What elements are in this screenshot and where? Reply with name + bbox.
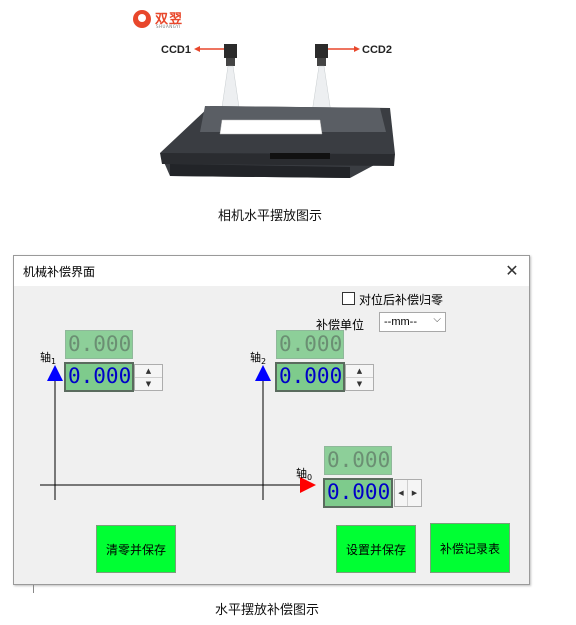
close-icon[interactable]: ✕ xyxy=(505,261,519,280)
axes-diagram xyxy=(40,365,316,500)
axis1-label: 轴1 xyxy=(40,351,57,367)
spin-down-icon[interactable]: ▼ xyxy=(145,380,152,388)
chevron-down-icon: ⌵ xyxy=(433,314,441,325)
ccd1-label: CCD1 xyxy=(161,44,191,56)
axis0-arrow-icon xyxy=(300,477,316,493)
spin-left-icon[interactable]: ◀ xyxy=(395,480,408,506)
axis1-reference-value: 0.000 xyxy=(65,330,133,359)
axis2-value-input[interactable]: 0.000 xyxy=(275,362,345,392)
brand-logo-icon xyxy=(133,10,151,28)
axis1-stepper[interactable]: ▲ ▼ xyxy=(134,364,163,391)
axis2-label: 轴2 xyxy=(250,351,267,367)
spin-up-icon[interactable]: ▲ xyxy=(346,365,373,378)
ccd2-label: CCD2 xyxy=(362,44,392,56)
axis2-arrow-icon xyxy=(255,365,271,381)
reset-after-align-checkbox[interactable] xyxy=(342,292,355,305)
divider xyxy=(33,585,34,593)
reset-after-align-label: 对位后补偿归零 xyxy=(359,293,444,307)
set-and-save-button[interactable]: 设置并保存 xyxy=(336,525,416,573)
illustration-caption: 相机水平摆放图示 xyxy=(218,209,323,224)
mechanical-compensation-dialog: 机械补偿界面 ✕ 对位后补偿归零 补偿单位 --mm-- ⌵ 轴1 0.000 … xyxy=(13,255,530,585)
compensation-unit-select[interactable]: --mm-- ⌵ xyxy=(379,312,446,332)
axis2-reference-value: 0.000 xyxy=(276,330,344,359)
compensation-unit-value: --mm-- xyxy=(384,316,417,328)
brand-logo-text: 双翌 xyxy=(155,12,184,27)
axis0-value-input[interactable]: 0.000 xyxy=(323,478,393,508)
spin-down-icon[interactable]: ▼ xyxy=(356,380,363,388)
alignment-platform-icon xyxy=(160,106,395,178)
brand-logo: 双翌 SHUANGYI xyxy=(133,8,193,32)
axis1-value-input[interactable]: 0.000 xyxy=(64,362,134,392)
dialog-titlebar: 机械补偿界面 ✕ xyxy=(14,256,529,286)
axis0-stepper[interactable]: ◀ ▶ xyxy=(394,479,422,507)
axis1-arrow-icon xyxy=(47,365,63,381)
axis0-reference-value: 0.000 xyxy=(324,446,392,475)
spin-up-icon[interactable]: ▲ xyxy=(135,365,162,378)
compensation-unit-label: 补偿单位 xyxy=(316,318,365,332)
axis0-label: 轴0 xyxy=(296,467,313,483)
spin-right-icon[interactable]: ▶ xyxy=(411,489,418,497)
axis2-stepper[interactable]: ▲ ▼ xyxy=(345,364,374,391)
camera-placement-illustration xyxy=(160,44,395,178)
clear-and-save-button[interactable]: 清零并保存 xyxy=(96,525,176,573)
bottom-caption: 水平摆放补偿图示 xyxy=(215,603,320,618)
compensation-history-button[interactable]: 补偿记录表 xyxy=(430,523,510,573)
dialog-title: 机械补偿界面 xyxy=(23,265,96,279)
brand-logo-subtext: SHUANGYI xyxy=(156,24,181,29)
